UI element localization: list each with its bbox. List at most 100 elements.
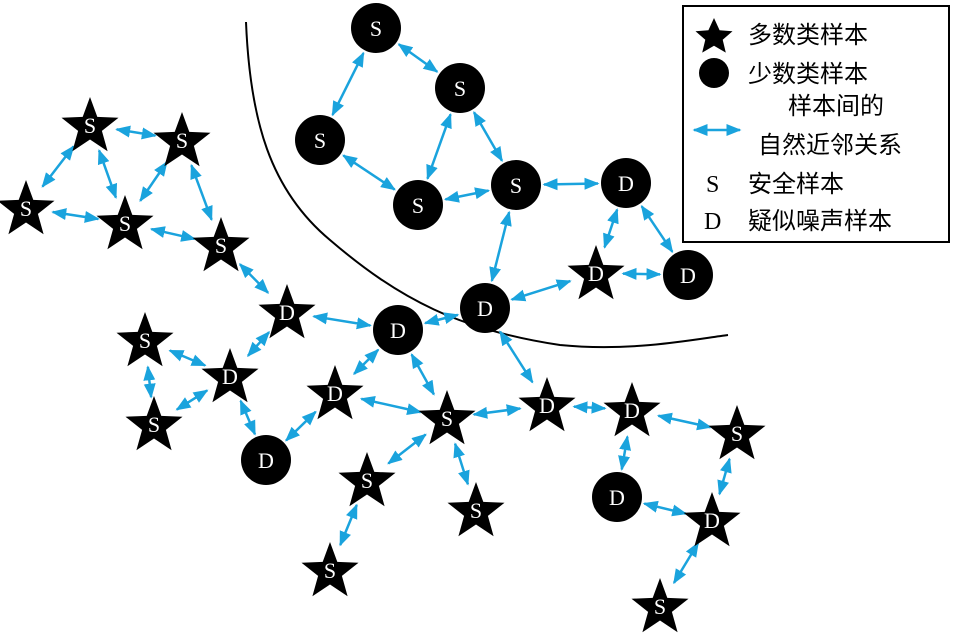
majority-sample-s21: S xyxy=(631,578,689,633)
circle-marker xyxy=(601,158,651,208)
neighbor-edge-s1-s3 xyxy=(41,145,75,188)
neighbor-edge-c1-c3 xyxy=(331,51,365,117)
neighbor-edge-s14-s12 xyxy=(472,404,522,419)
neighbor-edges xyxy=(41,43,732,585)
neighbor-edge-c5-c8 xyxy=(489,210,512,283)
star-marker xyxy=(306,365,364,420)
neighbor-edge-s6-s9 xyxy=(246,331,271,357)
neighbor-edge-s14-s15 xyxy=(387,433,427,465)
sample-label: S xyxy=(441,406,453,431)
sample-label: S xyxy=(731,421,743,446)
neighbor-edge-s3-s4 xyxy=(51,208,100,223)
legend-relation-line2: 自然近邻关系 xyxy=(758,131,902,159)
majority-sample-s2: S xyxy=(153,112,211,167)
legend-noise-symbol: D xyxy=(704,209,721,235)
minority-sample-c4: S xyxy=(393,180,443,230)
neighbor-edge-s7-c8 xyxy=(510,279,572,302)
majority-sample-s13: S xyxy=(418,390,476,445)
minority-sample-c10: D xyxy=(241,435,291,485)
majority-sample-s16: S xyxy=(447,482,505,537)
sample-label: D xyxy=(279,300,295,325)
sample-label: S xyxy=(148,412,160,437)
neighbor-edge-c5-c6 xyxy=(542,177,600,191)
class-boundary-curve xyxy=(245,21,729,349)
neighbor-edge-c1-c2 xyxy=(397,43,439,73)
star-marker xyxy=(61,97,119,152)
neighbor-edge-s1-s4 xyxy=(97,149,118,199)
majority-sample-s18: S xyxy=(301,542,359,597)
minority-sample-c1: S xyxy=(351,3,401,53)
majority-sample-s9: D xyxy=(201,348,259,403)
sample-label: D xyxy=(477,296,493,321)
majority-sample-s6: D xyxy=(258,284,316,339)
minority-sample-c9: D xyxy=(373,305,423,355)
neighbor-edge-s9-c10 xyxy=(239,399,257,436)
legend-safe-label: 安全样本 xyxy=(748,170,844,198)
majority-sample-s15: S xyxy=(338,452,396,507)
star-marker xyxy=(518,377,576,432)
neighbor-edge-s6-c9 xyxy=(312,312,372,330)
sample-label: D xyxy=(624,398,640,423)
star-marker xyxy=(125,396,183,451)
minority-sample-c11: D xyxy=(592,472,642,522)
neighbor-edge-s7-c7 xyxy=(621,267,662,281)
legend-relation-line1: 样本间的 xyxy=(788,92,884,120)
star-marker xyxy=(683,492,741,547)
star-marker xyxy=(708,405,766,460)
majority-sample-s10: S xyxy=(125,396,183,451)
neighbor-edge-s15-s18 xyxy=(339,503,358,547)
neighbor-edge-c2-c5 xyxy=(472,110,504,163)
minority-sample-c7: D xyxy=(663,250,713,300)
neighbor-edge-c4-c5 xyxy=(443,187,491,203)
sample-label: S xyxy=(454,76,466,101)
majority-sample-s1: S xyxy=(61,97,119,152)
neighbor-edge-c3-c4 xyxy=(342,154,396,191)
majority-sample-s7: D xyxy=(567,245,625,300)
neighbor-edge-c11-s19 xyxy=(642,500,688,517)
star-marker xyxy=(153,112,211,167)
circle-marker xyxy=(491,160,541,210)
star-marker xyxy=(631,578,689,633)
star-marker xyxy=(447,482,505,537)
neighbor-edge-s17-c11 xyxy=(618,435,632,471)
circle-marker xyxy=(393,180,443,230)
star-marker xyxy=(338,452,396,507)
neighbor-edge-s17-s20 xyxy=(656,412,713,431)
circle-marker xyxy=(373,305,423,355)
neighbor-edge-s9-s10 xyxy=(175,389,209,411)
sample-label: D xyxy=(609,485,625,510)
majority-sample-s17: D xyxy=(603,382,661,437)
star-marker xyxy=(301,542,359,597)
minority-sample-c5: S xyxy=(491,160,541,210)
sample-label: S xyxy=(20,196,32,221)
majority-sample-s11: D xyxy=(306,365,364,420)
sample-label: S xyxy=(370,16,382,41)
neighbor-edge-c2-c4 xyxy=(426,112,452,181)
neighbor-edge-s8-s9 xyxy=(168,349,207,367)
neighbor-edge-s2-s4 xyxy=(139,161,168,202)
neighbor-edge-s1-s2 xyxy=(115,125,157,140)
sample-label: D xyxy=(704,508,720,533)
sample-label: S xyxy=(361,468,373,493)
majority-sample-s5: S xyxy=(192,217,250,272)
legend-majority-label: 多数类样本 xyxy=(748,21,868,49)
star-marker xyxy=(192,217,250,272)
neighbor-edge-c9-s14 xyxy=(410,353,435,396)
neighbor-edge-s12-s17 xyxy=(572,401,607,414)
star-marker xyxy=(201,348,259,403)
sample-label: D xyxy=(680,263,696,288)
minority-sample-c2: S xyxy=(435,63,485,113)
circle-marker xyxy=(592,472,642,522)
sample-label: D xyxy=(258,448,274,473)
star-marker xyxy=(603,382,661,437)
neighbor-edge-c6-c7 xyxy=(640,204,674,254)
circle-icon xyxy=(699,58,729,88)
sample-label: S xyxy=(314,128,326,153)
sample-label: S xyxy=(176,128,188,153)
majority-sample-s4: S xyxy=(96,195,154,250)
neighbor-edge-s2-s5 xyxy=(190,163,213,222)
neighbor-edge-s13-s16 xyxy=(453,442,470,486)
sample-label: S xyxy=(412,193,424,218)
minority-sample-c6: D xyxy=(601,158,651,208)
